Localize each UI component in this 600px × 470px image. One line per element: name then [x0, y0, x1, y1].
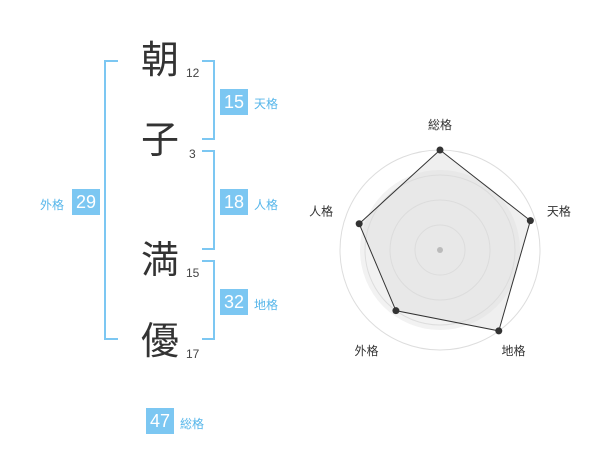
stroke-count-3: 15 — [186, 266, 200, 280]
name-char-4: 優 — [140, 319, 179, 363]
jinkaku-label: 人格 — [254, 198, 279, 212]
radar-axis-label-4: 人格 — [309, 203, 333, 218]
gaikaku-label: 外格 — [40, 198, 65, 212]
gaikaku-bracket — [104, 60, 118, 340]
name-char-2: 子 — [140, 118, 179, 162]
radar-ring — [414, 224, 466, 276]
chikaku-bracket — [202, 260, 215, 340]
radar-series-area — [358, 149, 531, 332]
tenkaku-label: 天格 — [254, 97, 279, 111]
chikaku-label: 地格 — [254, 298, 279, 312]
radar-center-dot — [437, 247, 443, 253]
radar-point-4 — [355, 220, 363, 228]
chikaku-value: 32 — [220, 289, 248, 315]
tenkaku-value: 15 — [220, 89, 248, 115]
radar-axis-label-2: 地格 — [501, 343, 525, 358]
stroke-count-2: 3 — [189, 147, 196, 161]
stroke-count-4: 17 — [186, 347, 200, 361]
radar-point-3 — [392, 307, 400, 315]
radar-axis-label-0: 総格 — [428, 117, 452, 132]
soukaku-value: 47 — [146, 408, 174, 434]
name-char-1: 朝 — [140, 38, 179, 82]
radar-ring — [389, 199, 491, 301]
jinkaku-value: 18 — [220, 189, 248, 215]
radar-point-2 — [495, 327, 503, 335]
radar-axis-label-3: 外格 — [355, 343, 379, 358]
name-char-3: 満 — [140, 238, 179, 282]
radar-axis-label-1: 天格 — [547, 203, 571, 218]
radar-ring — [364, 174, 516, 326]
tenkaku-bracket — [202, 60, 215, 140]
stroke-count-1: 12 — [186, 66, 200, 80]
jinkaku-bracket — [202, 150, 215, 250]
radar-point-1 — [526, 217, 534, 225]
soukaku-label: 総格 — [180, 417, 205, 431]
gaikaku-value: 29 — [72, 189, 100, 215]
radar-point-0 — [436, 146, 444, 154]
